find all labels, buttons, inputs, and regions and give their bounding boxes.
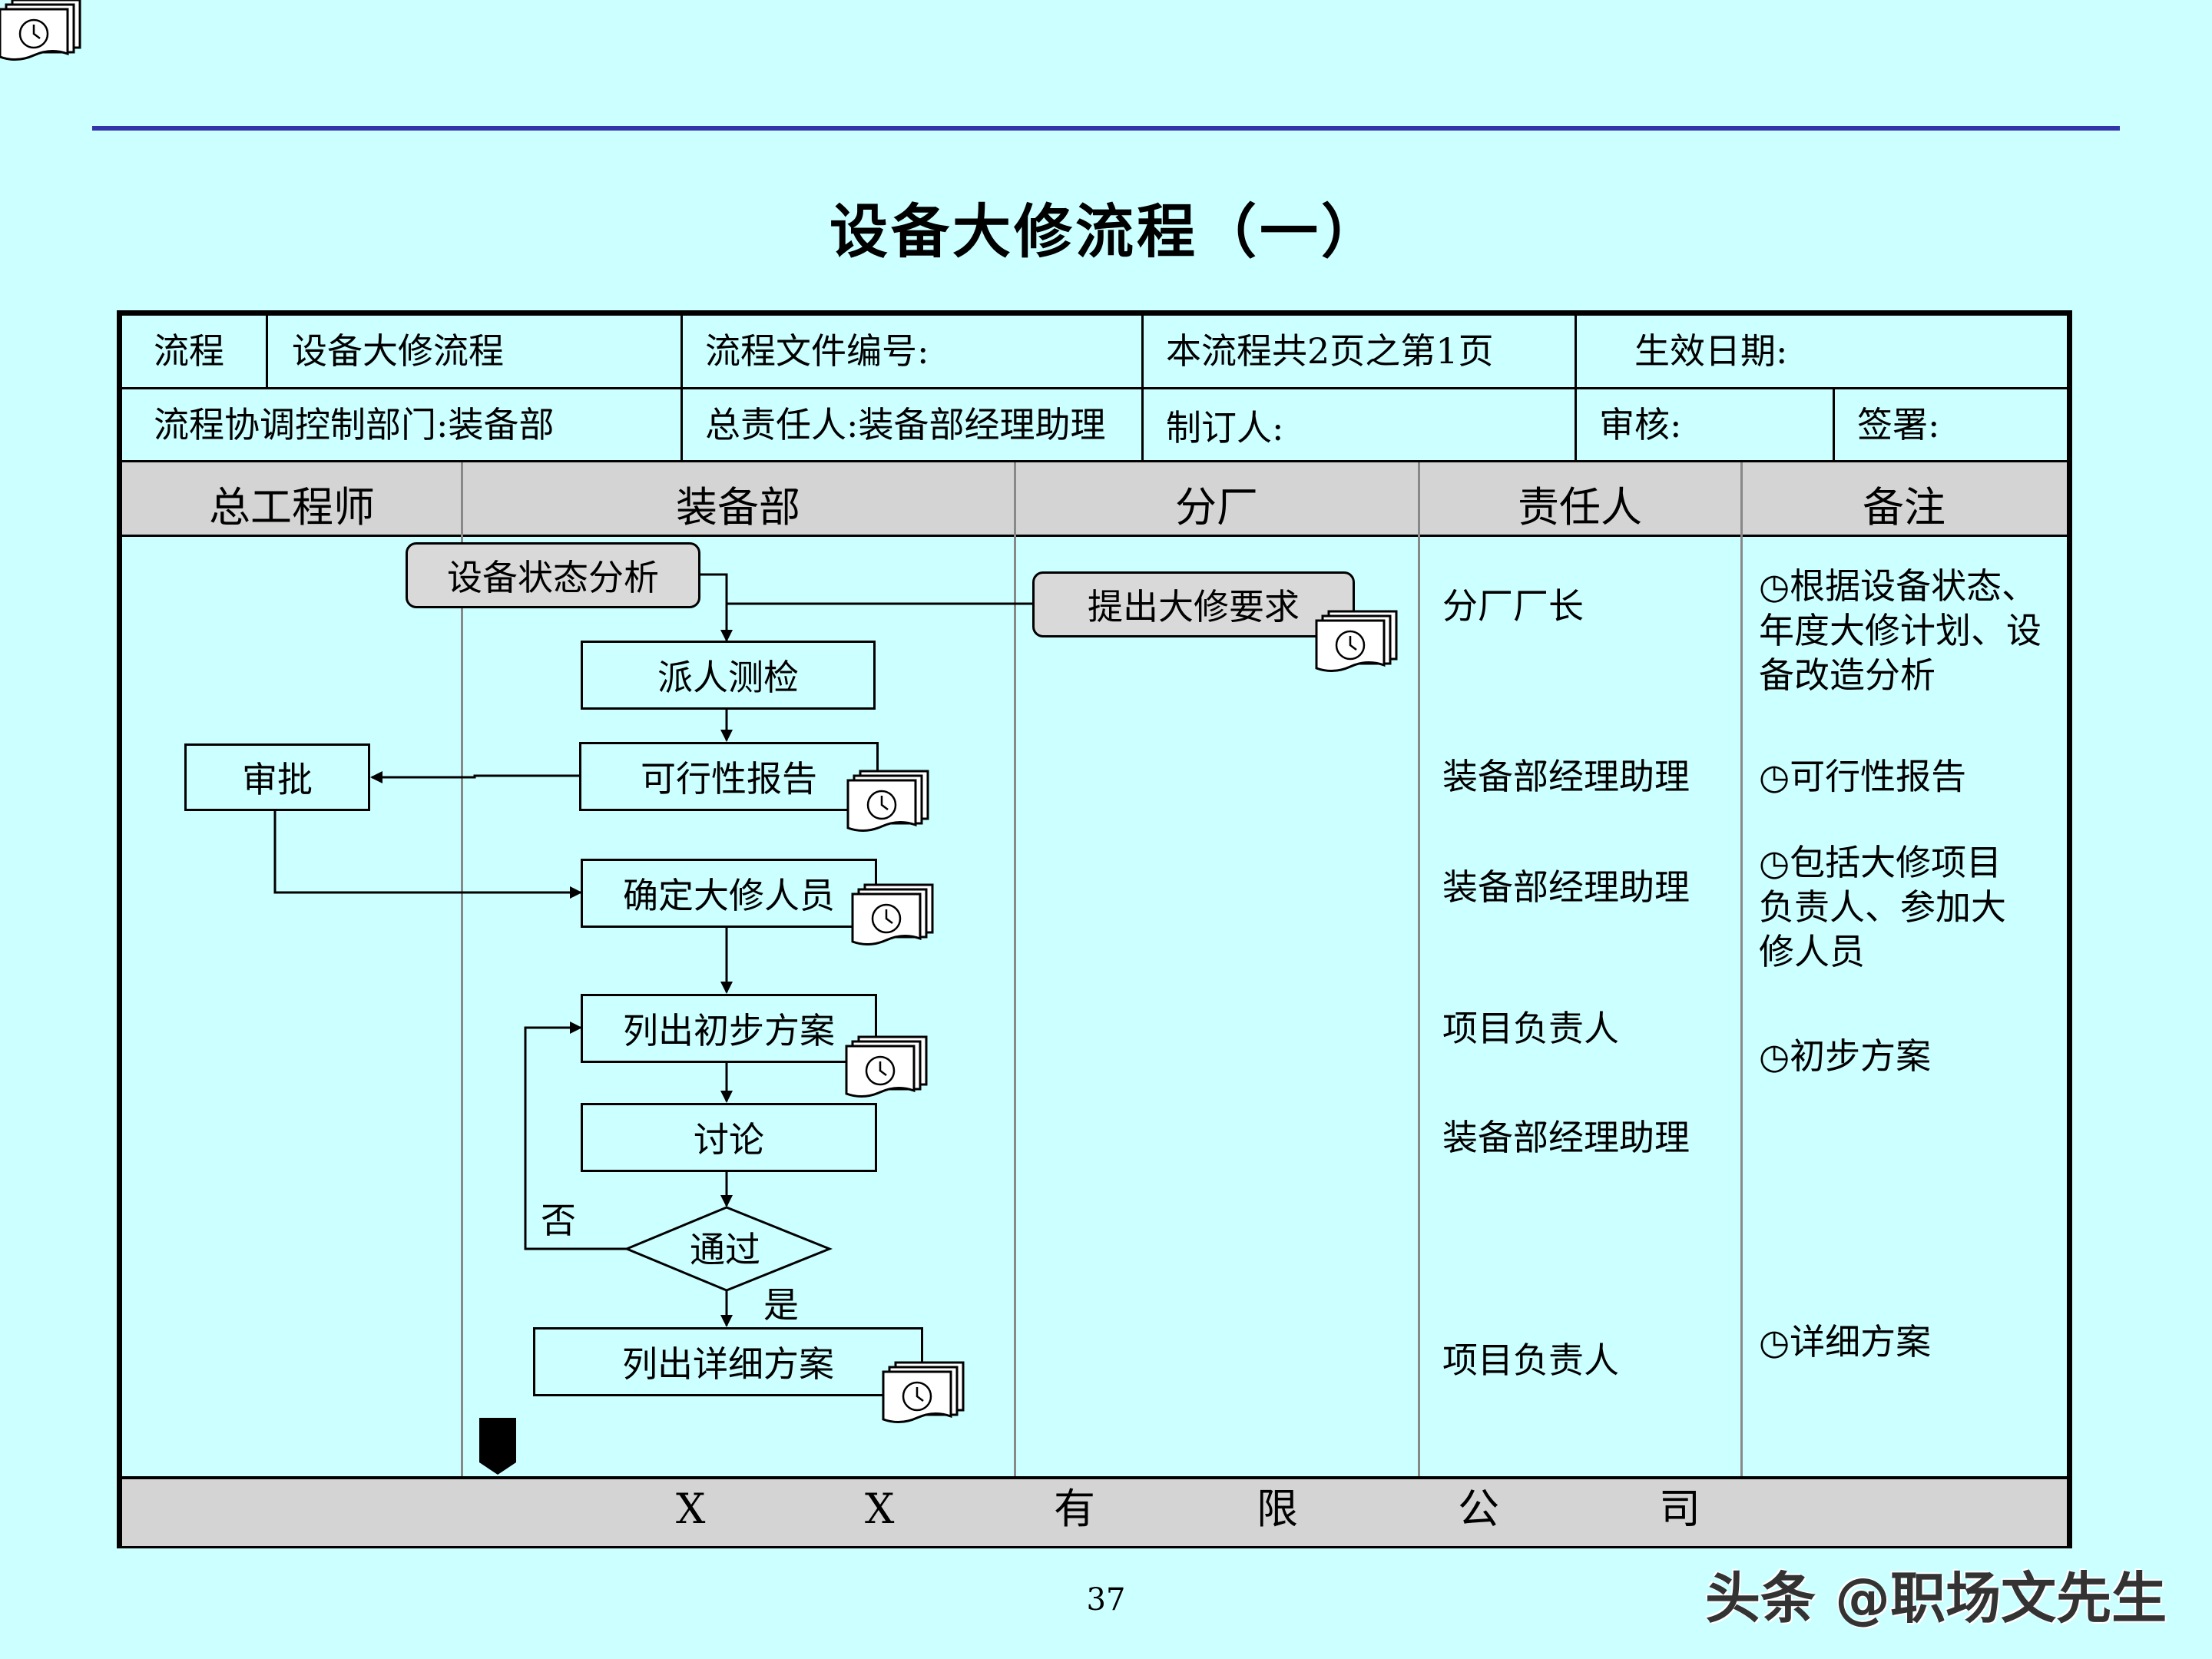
footer-char: 有 xyxy=(1054,1485,1095,1533)
lane-separator xyxy=(461,462,463,1476)
header-col-divider xyxy=(1141,316,1144,460)
header-col-divider xyxy=(680,316,683,460)
chief-owner: 总责任人:装备部经理助理 xyxy=(705,404,1106,445)
page-connector-icon xyxy=(479,1418,516,1475)
page-title: 设备大修流程（一） xyxy=(830,197,1382,266)
document-stack-icon xyxy=(0,0,81,61)
effective-date: 生效日期: xyxy=(1634,330,1788,372)
lane-responsible: 责任人 xyxy=(1518,483,1642,531)
lane-remarks: 备注 xyxy=(1863,483,1945,531)
doc-icon-feasibility xyxy=(846,770,929,833)
header-col-divider xyxy=(1575,316,1577,460)
label-yes: 是 xyxy=(763,1284,799,1326)
node-inspect: 派人测检 xyxy=(581,641,876,710)
watermark: 头条 @职场文先生 xyxy=(1705,1566,2167,1631)
header-col-divider xyxy=(266,316,268,387)
remark-item: ◷初步方案 xyxy=(1759,1035,1932,1077)
doc-icon-detail xyxy=(882,1361,965,1424)
header-label: 流程 xyxy=(154,330,224,372)
node-feasibility: 可行性报告 xyxy=(579,742,879,811)
responsible-item: 装备部经理助理 xyxy=(1442,756,1690,797)
company-footer xyxy=(122,1476,2067,1546)
node-staff: 确定大修人员 xyxy=(581,859,877,928)
node-status-analysis: 设备状态分析 xyxy=(406,542,700,608)
node-discuss: 讨论 xyxy=(581,1103,877,1172)
lane-separator xyxy=(1740,462,1743,1476)
label-no: 否 xyxy=(541,1200,576,1241)
arrow-analysis-to-inspect xyxy=(700,573,733,642)
maker: 制订人: xyxy=(1166,407,1284,449)
footer-char: X xyxy=(676,1485,706,1533)
remark-item: ◷包括大修项目负责人、参加大修人员 xyxy=(1759,842,2006,972)
footer-char: X xyxy=(865,1485,895,1533)
responsible-item: 分厂厂长 xyxy=(1442,585,1584,627)
lane-header xyxy=(122,462,2067,536)
node-approve: 审批 xyxy=(184,743,370,811)
file-number: 流程文件编号: xyxy=(705,330,929,372)
clock-icon: ◷ xyxy=(1759,756,1790,797)
arrow-pass-no-loop xyxy=(524,1022,627,1250)
lane-equipment-dept: 装备部 xyxy=(676,483,800,531)
process-name: 设备大修流程 xyxy=(292,330,504,372)
clock-icon: ◷ xyxy=(1759,565,1790,607)
responsible-item: 项目负责人 xyxy=(1442,1008,1619,1049)
lane-header-divider xyxy=(122,535,2067,537)
doc-icon-request xyxy=(1315,610,1398,673)
decision-diamond xyxy=(624,1206,833,1292)
signer: 签署: xyxy=(1857,404,1940,445)
clock-icon: ◷ xyxy=(1759,1321,1790,1363)
node-pass: 通过 xyxy=(690,1229,760,1270)
control-dept: 流程协调控制部门:装备部 xyxy=(154,404,555,445)
remark-item: ◷详细方案 xyxy=(1759,1321,1932,1363)
top-rule xyxy=(92,126,2120,131)
page-number: 37 xyxy=(1086,1582,1126,1618)
lane-separator xyxy=(1418,462,1420,1476)
lane-chief-engineer: 总工程师 xyxy=(209,483,375,531)
clock-icon: ◷ xyxy=(1759,1035,1790,1077)
footer-char: 司 xyxy=(1659,1485,1700,1533)
node-detail: 列出详细方案 xyxy=(533,1327,923,1396)
arrow-report-to-approve xyxy=(370,771,581,783)
lane-branch-factory: 分厂 xyxy=(1175,483,1258,531)
header-col-divider xyxy=(1833,387,1835,460)
footer-char: 限 xyxy=(1257,1485,1298,1533)
header-row-divider xyxy=(122,387,2067,389)
header-bottom-divider xyxy=(122,460,2067,463)
responsible-item: 装备部经理助理 xyxy=(1442,866,1690,908)
responsible-item: 项目负责人 xyxy=(1442,1339,1619,1381)
page-count: 本流程共2页之第1页 xyxy=(1166,330,1494,372)
doc-icon-prelim xyxy=(845,1035,928,1098)
clock-icon: ◷ xyxy=(1759,842,1790,883)
remark-item: ◷可行性报告 xyxy=(1759,756,1967,797)
responsible-item: 装备部经理助理 xyxy=(1442,1117,1690,1158)
node-prelim: 列出初步方案 xyxy=(581,994,877,1063)
node-repair-request: 提出大修要求 xyxy=(1032,571,1355,637)
doc-icon-staff xyxy=(851,883,934,946)
remark-item: ◷根据设备状态、年度大修计划、设备改造分析 xyxy=(1759,565,2041,696)
footer-char: 公 xyxy=(1458,1485,1499,1533)
arrow-approve-to-staff xyxy=(273,811,582,899)
lane-separator xyxy=(1014,462,1016,1476)
reviewer: 审核: xyxy=(1599,404,1682,445)
